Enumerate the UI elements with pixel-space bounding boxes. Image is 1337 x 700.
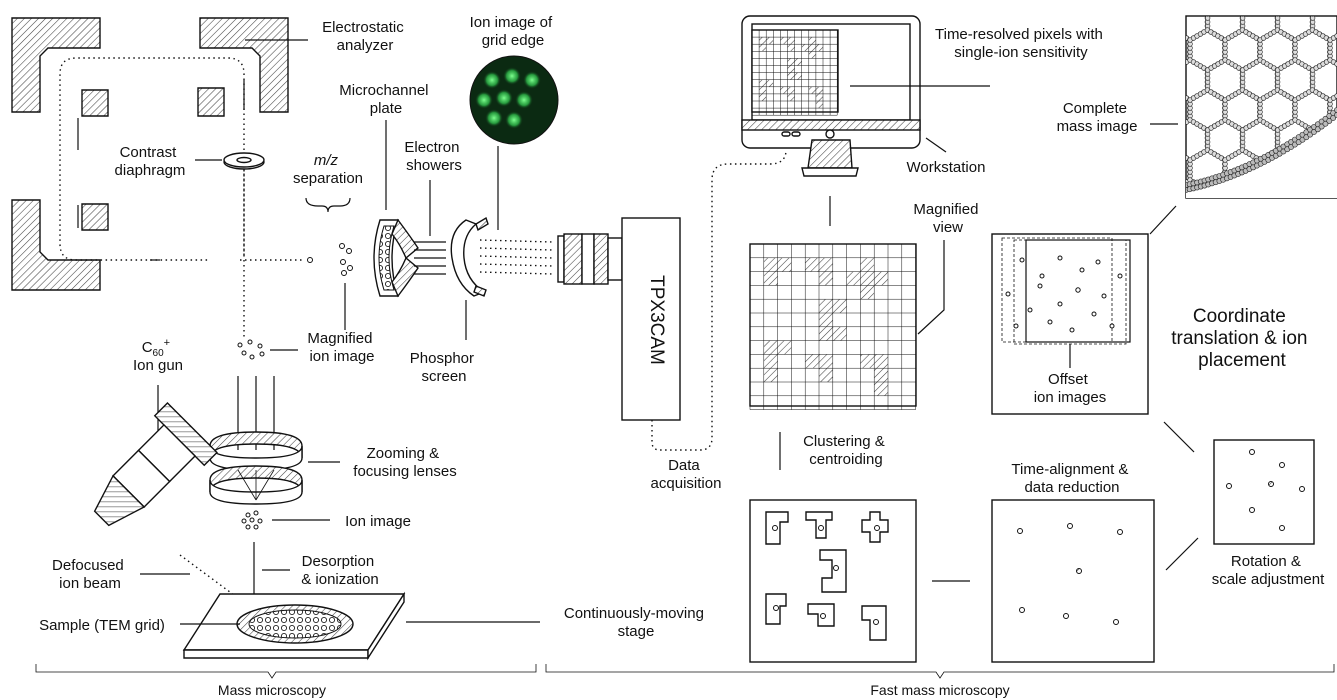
rotation-panel — [1213, 439, 1315, 545]
rotation-scale-label: Rotation & scale adjustment — [1212, 553, 1325, 588]
phosphor-screen — [450, 216, 489, 297]
desorption-label: Desorption & ionization — [301, 553, 379, 588]
photon-beam — [479, 239, 553, 275]
time-alignment-label: Time-alignment & data reduction — [1011, 461, 1132, 496]
microchannel-plate — [373, 218, 419, 298]
data-cable — [651, 149, 787, 451]
offset-ion-images-label: Offset ion images — [1034, 371, 1107, 406]
microchannel-plate-label: Microchannel plate — [339, 82, 432, 117]
section-fast-mass-microscopy: Fast mass microscopy — [870, 682, 1009, 698]
electron-shower-arrows — [414, 241, 446, 275]
electron-showers-label: Electron showers — [404, 139, 463, 174]
zooming-focusing-label: Zooming & focusing lenses — [353, 445, 456, 480]
magnified-view-label: Magnified view — [913, 201, 982, 236]
mz-brace — [305, 197, 351, 213]
mz-separation-label: m/z separation — [293, 152, 363, 187]
defocused-beam — [179, 554, 239, 599]
sample-stage — [182, 591, 406, 661]
ion-image — [241, 510, 263, 530]
clustering-panel — [749, 499, 917, 663]
workstation-leader — [925, 137, 947, 153]
sample-label: Sample (TEM grid) — [39, 617, 165, 634]
brace-fast-mass-microscopy — [545, 664, 1335, 679]
phosphor-glow-image — [469, 55, 559, 145]
brace-mass-microscopy — [35, 664, 537, 679]
magnified-ions — [237, 339, 265, 360]
section-mass-microscopy: Mass microscopy — [218, 682, 326, 698]
electrostatic-analyzer-label: Electrostatic analyzer — [322, 19, 408, 54]
time-resolved-label: Time-resolved pixels with single-ion sen… — [935, 26, 1107, 61]
tpx3cam: TPX3CAM — [621, 217, 681, 421]
ion-gun-label: C60+ Ion gun — [133, 333, 183, 374]
complete-mass-image-label: Complete mass image — [1057, 100, 1138, 135]
electrostatic-analyzer — [11, 17, 302, 291]
arrow-to-offset — [1163, 421, 1195, 453]
ion-image-grid-edge-label: Ion image of grid edge — [470, 14, 557, 49]
contrast-diaphragm — [195, 152, 265, 170]
camera-label: TPX3CAM — [646, 275, 667, 365]
ion-image-label: Ion image — [345, 513, 411, 530]
offset-panel — [991, 233, 1149, 415]
camera-lens — [557, 233, 623, 285]
contrast-diaphragm-label: Contrast diaphragm — [115, 144, 186, 179]
arrow-to-rotation — [1165, 537, 1199, 571]
defocused-beam-label: Defocused ion beam — [52, 557, 128, 592]
phosphor-screen-label: Phosphor screen — [410, 350, 478, 385]
workstation-label: Workstation — [907, 159, 986, 176]
magnified-view — [749, 243, 917, 410]
arrow-to-complete — [1149, 205, 1177, 235]
time-alignment-panel — [991, 499, 1155, 663]
ion-gun — [93, 402, 218, 527]
zooming-lenses — [209, 431, 303, 505]
coordinate-translation-label: Coordinate translation & ion placement — [1171, 306, 1313, 371]
stage-label: Continuously-moving stage — [564, 605, 708, 640]
mz-ions — [307, 243, 353, 276]
magnified-ion-image-label: Magnified ion image — [307, 330, 376, 365]
workstation-monitor — [741, 15, 921, 177]
complete-mass-image — [1185, 15, 1337, 199]
magnified-view-leader — [917, 240, 945, 335]
data-acquisition-label: Data acquisition — [651, 457, 722, 492]
clustering-label: Clustering & centroiding — [803, 433, 889, 468]
